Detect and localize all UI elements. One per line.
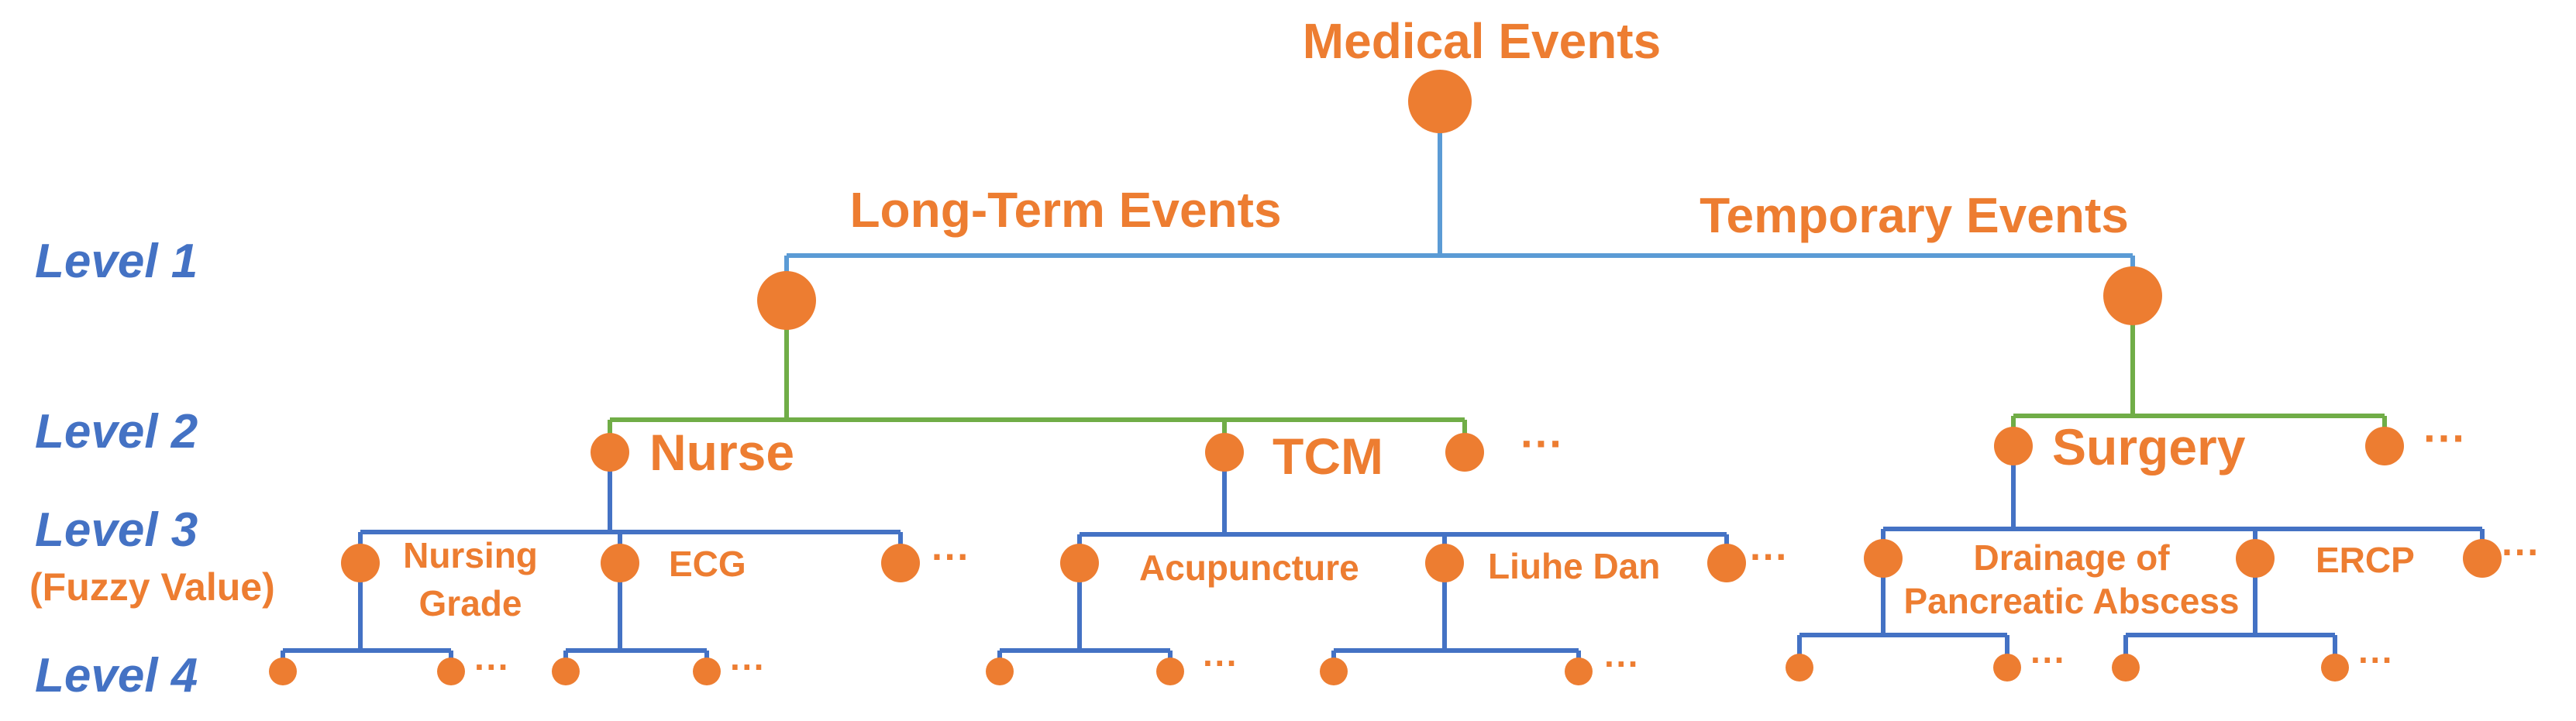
level-labels: Level 1 Level 2 Level 3 (Fuzzy Value) Le… [29, 235, 275, 702]
root-node-group: Medical Events [1303, 13, 1661, 133]
leaf-node [693, 657, 721, 685]
drainage-label-line2: Pancreatic Abscess [1903, 581, 2239, 621]
level-3-fuzzy-note: (Fuzzy Value) [29, 565, 275, 609]
surgery-label: Surgery [2052, 418, 2246, 476]
leaf-node [437, 657, 465, 685]
root-label: Medical Events [1303, 13, 1661, 69]
leaf-more-ellipsis: ··· [1604, 644, 1640, 684]
leaf-more-ellipsis: ··· [2358, 640, 2394, 680]
leaf-node [1156, 657, 1184, 685]
level3-nodes: Nursing Grade ECG ··· Acupuncture Liuhe … [341, 530, 2540, 623]
leaf-node [986, 657, 1014, 685]
surgery-more-ellipsis: ··· [2502, 530, 2540, 574]
acupuncture-label: Acupuncture [1139, 548, 1359, 588]
temporary-more-node [2365, 427, 2404, 465]
ecg-node [601, 544, 639, 582]
temporary-events-label: Temporary Events [1700, 187, 2129, 243]
leaf-node [552, 657, 580, 685]
long-term-more-node [1445, 433, 1484, 472]
leaf-node [269, 657, 297, 685]
nursing-grade-node [341, 544, 380, 582]
level-1-label: Level 1 [35, 235, 198, 288]
nurse-more-node [881, 544, 920, 582]
leaf-more-ellipsis: ··· [474, 647, 510, 687]
acupuncture-node [1060, 544, 1099, 582]
leaf-more-ellipsis: ··· [2030, 640, 2066, 680]
nursing-grade-label-line2: Grade [419, 583, 522, 623]
liuhe-dan-label: Liuhe Dan [1488, 546, 1660, 586]
liuhe-dan-node [1425, 544, 1464, 582]
leaf-node [1320, 657, 1348, 685]
drainage-node [1864, 539, 1903, 578]
long-term-events-node [757, 271, 816, 330]
level-3-label: Level 3 [35, 503, 198, 557]
ercp-node [2236, 539, 2275, 578]
nurse-node [591, 433, 629, 472]
level-2-label: Level 2 [35, 405, 198, 458]
level4-nodes: ··· ··· ··· ··· ··· ··· [269, 640, 2394, 687]
level2-nodes: Nurse TCM ··· Surgery ··· [591, 414, 2467, 485]
nursing-grade-label-line1: Nursing [403, 535, 538, 575]
leaf-node [2112, 654, 2140, 682]
surgery-node [1994, 427, 2033, 465]
temporary-events-node [2103, 266, 2162, 325]
long-term-events-label: Long-Term Events [849, 182, 1281, 238]
ercp-label: ERCP [2316, 540, 2415, 580]
drainage-label-line1: Drainage of [1973, 537, 2170, 578]
surgery-more-node [2463, 539, 2502, 578]
leaf-more-ellipsis: ··· [1203, 643, 1238, 683]
root-node [1408, 70, 1472, 133]
leaf-node [1993, 654, 2021, 682]
tcm-more-node [1707, 544, 1746, 582]
long-term-more-ellipsis: ··· [1520, 419, 1564, 468]
leaf-node [1786, 654, 1813, 682]
temporary-more-ellipsis: ··· [2423, 414, 2467, 462]
leaf-more-ellipsis: ··· [730, 647, 766, 687]
tcm-label: TCM [1273, 427, 1383, 485]
level-4-label: Level 4 [35, 649, 198, 702]
tcm-more-ellipsis: ··· [1750, 535, 1789, 579]
nurse-more-ellipsis: ··· [932, 535, 970, 579]
leaf-node [2321, 654, 2349, 682]
level1-nodes: Long-Term Events Temporary Events [757, 182, 2162, 330]
leaf-node [1565, 657, 1593, 685]
ecg-label: ECG [669, 544, 746, 584]
tcm-node [1205, 433, 1244, 472]
nurse-label: Nurse [649, 424, 794, 481]
